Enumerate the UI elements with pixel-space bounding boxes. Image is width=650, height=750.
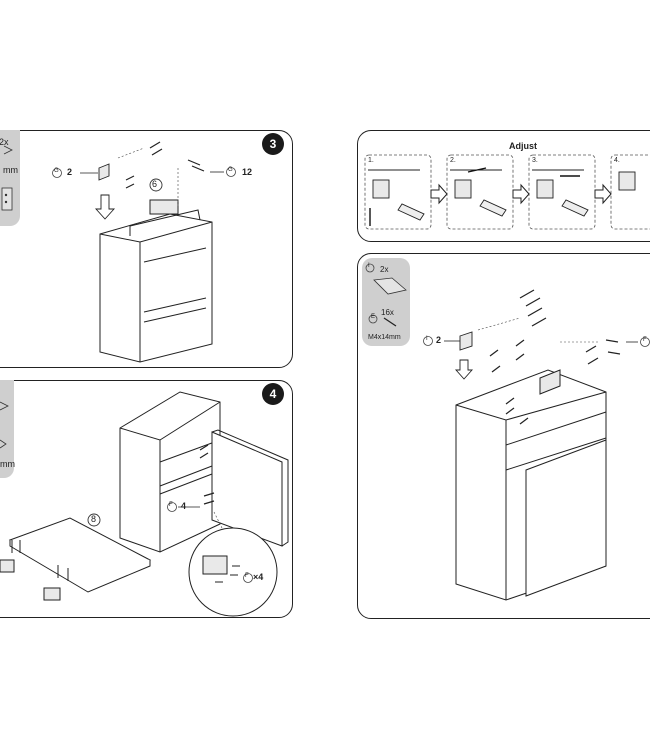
circled-f: F xyxy=(643,337,647,343)
adjust-step-1: 1. xyxy=(368,157,374,164)
part-e-size: M4x14mm xyxy=(368,334,401,341)
circled-e-legend: E xyxy=(371,314,376,320)
panel-number-6: 6 xyxy=(152,179,158,189)
step-3-panel: 3 xyxy=(0,130,293,368)
zoom-multiplier: ×4 xyxy=(253,572,264,582)
step-number-badge: 3 xyxy=(262,133,284,155)
circled-f: F xyxy=(169,502,173,508)
adjust-title: Adjust xyxy=(509,141,537,151)
hinge-count: 4 xyxy=(181,501,187,511)
circled-f-zoom: F xyxy=(245,573,249,579)
circled-g-left: G xyxy=(54,168,59,174)
legend-size: mm xyxy=(0,459,15,469)
adjust-step-4: 4. xyxy=(614,157,620,164)
circled-i-legend: I xyxy=(368,263,370,269)
bracket-count-left: 2 xyxy=(67,167,73,177)
legend-size: mm xyxy=(3,165,18,175)
circled-g-right: G xyxy=(228,167,233,173)
circled-i: I xyxy=(426,336,428,342)
hardware-legend xyxy=(0,380,14,478)
step-number-badge: 4 xyxy=(262,383,284,405)
bracket-count: 2 xyxy=(436,335,442,345)
panel-number-8: 8 xyxy=(91,514,97,524)
adjust-panel xyxy=(357,130,650,242)
screw-count-right: 12 xyxy=(242,167,253,177)
legend-quantity: 2x xyxy=(0,137,9,147)
part-e-quantity: 16x xyxy=(381,308,394,317)
hardware-legend xyxy=(362,258,410,346)
adjust-step-3: 3. xyxy=(532,157,538,164)
adjust-step-2: 2. xyxy=(450,157,456,164)
part-i-quantity: 2x xyxy=(380,265,389,274)
